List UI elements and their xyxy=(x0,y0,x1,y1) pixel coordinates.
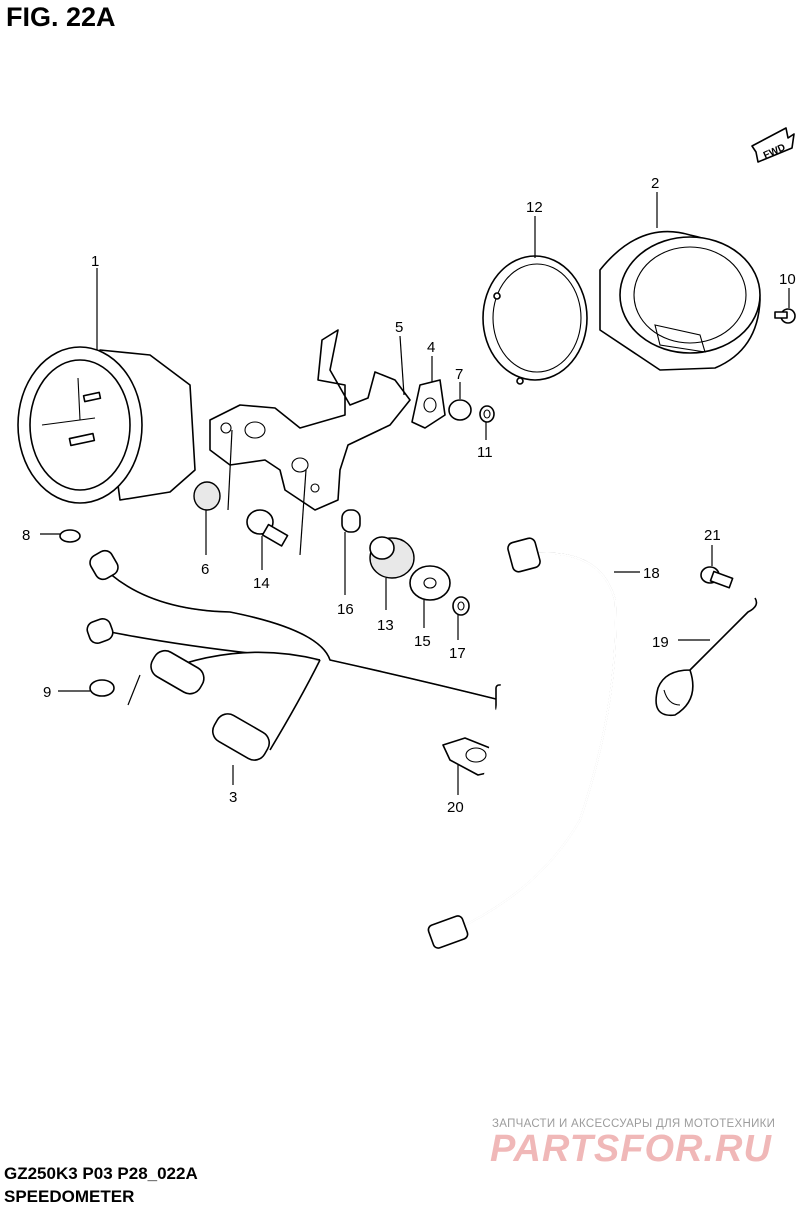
callout-4: 4 xyxy=(427,339,435,356)
callout-1: 1 xyxy=(91,253,99,270)
figure-code: GZ250K3 P03 P28_022A xyxy=(4,1164,198,1183)
callout-2: 2 xyxy=(651,175,659,192)
callout-12: 12 xyxy=(526,199,543,216)
small-nut-drawing xyxy=(452,596,470,616)
callout-18: 18 xyxy=(643,565,660,582)
bracket-drawing xyxy=(209,329,411,511)
nut-drawing xyxy=(479,405,495,423)
callout-16: 16 xyxy=(337,601,354,618)
small-bolt-drawing xyxy=(700,566,734,589)
speedometer-cable-drawing xyxy=(427,537,617,949)
washer-drawing xyxy=(448,399,472,421)
spacer-drawing xyxy=(341,509,361,533)
callout-6: 6 xyxy=(201,561,209,578)
callout-9: 9 xyxy=(43,684,51,701)
watermark-logo: PARTSFOR.RU xyxy=(490,1128,772,1170)
clamp-drawing xyxy=(411,379,446,429)
ring-drawing xyxy=(482,255,588,385)
bulb-drawing-upper xyxy=(59,529,81,543)
cushion-drawing xyxy=(193,481,221,511)
socket-harness-drawing xyxy=(86,549,533,761)
callout-15: 15 xyxy=(414,633,431,650)
figure-name: SPEEDOMETER xyxy=(4,1187,135,1206)
callout-19: 19 xyxy=(652,634,669,651)
callout-10: 10 xyxy=(779,271,796,288)
callout-14: 14 xyxy=(253,575,270,592)
speedometer-assembly-drawing xyxy=(17,346,196,504)
leader-lines xyxy=(40,192,790,795)
large-washer-drawing xyxy=(409,565,451,601)
case-drawing xyxy=(599,230,761,371)
callout-labels: 1 2 3 4 5 6 7 8 9 10 11 12 13 14 15 16 1… xyxy=(22,175,796,816)
forward-arrow-icon: FWD xyxy=(751,127,795,163)
screw-drawing xyxy=(774,308,796,324)
callout-5: 5 xyxy=(395,319,403,336)
figure-title: FIG. 22A xyxy=(6,2,116,32)
callout-3: 3 xyxy=(229,789,237,806)
callout-21: 21 xyxy=(704,527,721,544)
watermark-tagline: ЗАПЧАСТИ И АКСЕССУАРЫ ДЛЯ МОТОТЕХНИКИ xyxy=(492,1118,776,1130)
callout-13: 13 xyxy=(377,617,394,634)
callout-20: 20 xyxy=(447,799,464,816)
bulb-drawing-lower xyxy=(89,679,115,697)
callout-8: 8 xyxy=(22,527,30,544)
callout-11: 11 xyxy=(477,444,493,461)
clamp-spring-drawing xyxy=(655,597,758,717)
grommet-drawing xyxy=(369,536,415,579)
bolt-drawing xyxy=(246,509,289,547)
callout-7: 7 xyxy=(455,366,463,383)
callout-17: 17 xyxy=(449,645,466,662)
